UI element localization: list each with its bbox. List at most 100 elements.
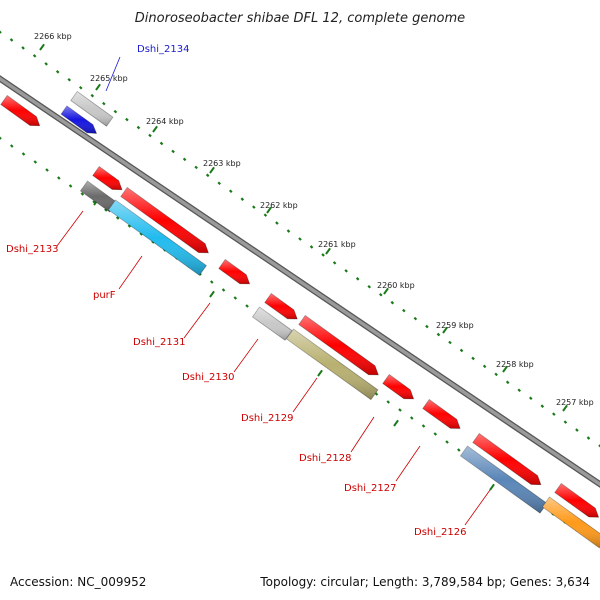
gene-labels: Dshi_2134 Dshi_2133 purF Dshi_2131 Dshi_… [6, 44, 491, 538]
scale-tick [0, 30, 2, 34]
scale-tick [104, 208, 108, 212]
major-tick [317, 369, 323, 377]
scale-labels: 2266 kbp 2265 kbp 2264 kbp 2263 kbp 2262… [34, 32, 594, 407]
scale-tick [209, 280, 214, 284]
gene-label-dshi-2126[interactable]: Dshi_2126 [414, 527, 466, 538]
scale-tick [445, 440, 449, 444]
scale-tick [194, 165, 198, 170]
major-tick [95, 83, 101, 91]
scale-tick [113, 109, 118, 114]
scale-tick [228, 189, 233, 194]
scale-tick [159, 141, 164, 146]
scale-tick [275, 221, 279, 225]
scale-tick [57, 176, 61, 180]
scale-label: 2260 kbp [377, 281, 415, 290]
gene-feature-cds-shade [298, 315, 379, 375]
scale-tick [505, 380, 510, 385]
backbone-core [0, 76, 600, 487]
scale-label: 2263 kbp [203, 159, 241, 168]
scale-tick [494, 372, 498, 377]
scale-tick [586, 436, 591, 440]
gene-feature-cds-shade [422, 399, 461, 429]
scale-tick [425, 324, 429, 329]
scale-tick [78, 85, 83, 90]
scale-tick [45, 168, 49, 172]
gene-feature-cds-shade [554, 483, 599, 518]
scale-label: 2262 kbp [260, 201, 298, 210]
scale-tick [136, 125, 141, 130]
map-title: Dinoroseobacter shibae DFL 12, complete … [135, 11, 465, 26]
scale-tick [309, 245, 314, 249]
scale-tick [402, 308, 406, 313]
scale-tick [21, 46, 25, 50]
gene-feature-orange-shade [542, 497, 600, 548]
scale-tick [205, 173, 210, 178]
scale-tick [457, 448, 461, 452]
scale-label: 2259 kbp [436, 321, 474, 330]
scale-tick [9, 38, 14, 42]
leader-line [464, 489, 491, 526]
gene-label-purf[interactable]: purF [93, 290, 116, 301]
gene-label-dshi-2129[interactable]: Dshi_2129 [241, 413, 293, 424]
scale-tick [390, 300, 395, 305]
major-tick [442, 326, 448, 334]
genome-summary: Topology: circular; Length: 3,789,584 bp… [259, 575, 590, 589]
scale-tick [286, 229, 291, 233]
scale-tick [409, 416, 414, 420]
gene-label-dshi-2131[interactable]: Dshi_2131 [133, 337, 185, 348]
gene-feature-cds-shade [0, 95, 40, 126]
scale-tick [552, 412, 556, 416]
major-tick [383, 287, 389, 295]
scale-tick [102, 101, 106, 106]
gene-feature-dshi-2126-shade [460, 446, 547, 514]
scale-tick [245, 304, 249, 308]
scale-tick [67, 77, 72, 82]
leader-line [56, 210, 84, 247]
scale-tick [221, 288, 226, 292]
scale-tick [448, 340, 452, 345]
gene-label-dshi-2133[interactable]: Dshi_2133 [6, 244, 58, 255]
scale-tick [21, 152, 26, 156]
scale-tick [44, 62, 48, 66]
scale-label: 2258 kbp [496, 360, 534, 369]
scale-label: 2265 kbp [90, 74, 128, 83]
leader-line [292, 377, 318, 413]
scale-tick [355, 277, 360, 281]
major-tick [393, 419, 399, 427]
scale-tick [517, 388, 522, 393]
scale-tick [374, 392, 379, 396]
scale-tick [148, 133, 152, 138]
gene-label-dshi-2128[interactable]: Dshi_2128 [299, 453, 351, 464]
scale-tick [471, 356, 475, 361]
leader-line [105, 56, 121, 92]
scale-tick [528, 396, 533, 401]
scale-tick [575, 428, 579, 432]
gene-feature-cds-shade [218, 259, 250, 284]
scale-tick [482, 364, 487, 369]
scale-tick [9, 144, 14, 148]
gene-feature-purf-shade [108, 200, 207, 276]
major-tick [489, 483, 495, 491]
gene-feature-grey-shade [70, 91, 113, 127]
gene-label-dshi-2127[interactable]: Dshi_2127 [344, 483, 396, 494]
gene-label-dshi-2134[interactable]: Dshi_2134 [137, 44, 189, 55]
scale-tick [598, 444, 600, 448]
gene-label-dshi-2130[interactable]: Dshi_2130 [182, 372, 234, 383]
scale-label: 2257 kbp [556, 398, 594, 407]
major-tick [209, 166, 215, 174]
gene-feature-dshi-2133-shade [80, 181, 117, 212]
major-tick [39, 43, 45, 51]
scale-tick [182, 157, 187, 162]
scale-tick [298, 237, 302, 241]
scale-tick [0, 136, 2, 140]
gene-feature-dshi-2134-shade [61, 105, 97, 134]
scale-tick [80, 192, 85, 196]
scale-tick [55, 70, 60, 74]
leader-line [183, 302, 211, 339]
accession-text: Accession: NC_009952 [10, 575, 146, 589]
gene-feature-cds-shade [120, 187, 209, 253]
leader-line [395, 445, 421, 482]
major-tick [562, 404, 568, 412]
scale-tick [540, 404, 545, 408]
